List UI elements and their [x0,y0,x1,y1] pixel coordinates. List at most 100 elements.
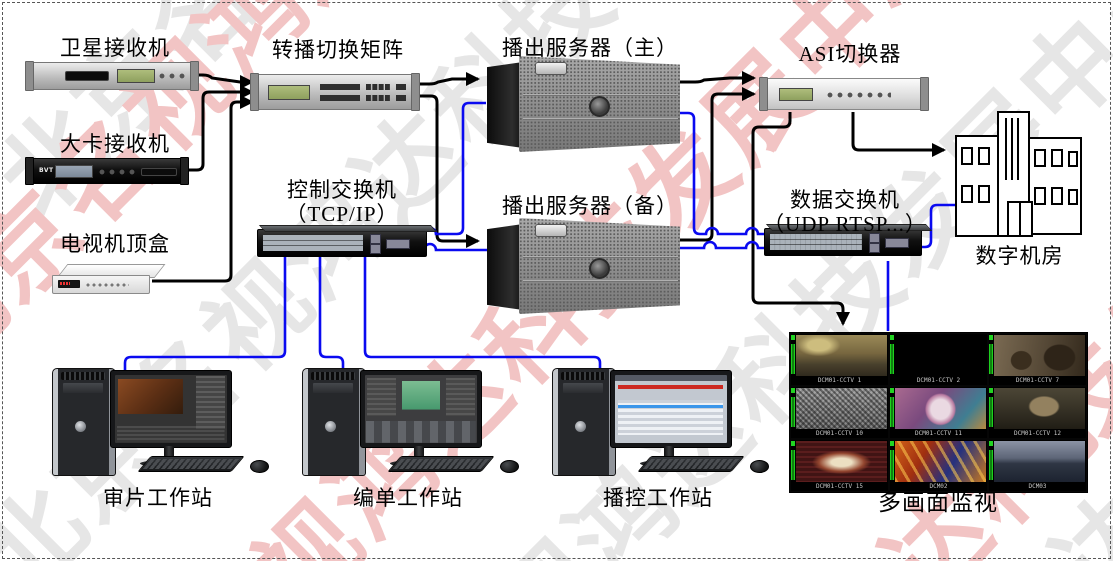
building-window [1068,189,1078,205]
lcd-display [779,88,813,101]
front-knobs [157,71,189,80]
playout-workstation [552,364,770,484]
review-workstation [52,364,270,484]
multiviewer-cell: DCM03 [989,440,1086,491]
data-switch-label: 数据交换机 [790,188,900,212]
link-ctrlswitch-to-schedule-ws [318,256,345,373]
multiviewer-cell: DCM01-CCTV 15 [791,440,888,491]
mouse [250,460,269,473]
workstation-monitor [610,370,732,448]
channel-name: DCM01-CCTV 10 [791,429,888,438]
asi-switcher-label: ASI切换器 [798,42,902,66]
uplink-port [869,243,880,253]
server-latch [535,62,567,75]
module-slot [386,239,410,249]
rack-ear [411,73,420,111]
monitor-screen [615,375,727,443]
switch-matrix-device [250,73,420,111]
rack-ear [190,61,199,91]
hp-logo [325,421,336,432]
asi-switcher-device [759,77,929,111]
server-groove [523,280,678,282]
channel-name: DCM01-CCTV 2 [890,376,987,385]
multiviewer-cell: DCM01-CCTV 12 [989,387,1086,438]
lcd-display [268,85,310,100]
hp-logo [575,421,586,432]
server-latch [535,224,567,237]
channel-name: DCM03 [989,482,1086,491]
uplink-port [370,234,381,244]
review-workstation-label: 审片工作站 [103,486,213,510]
workstation-monitor [360,370,482,448]
monitor-screen [115,375,227,443]
drive-bay [563,383,603,393]
keyboard [387,456,495,472]
link-matrix-to-mainserver [411,72,480,86]
link-dataswitch-to-machineroom [921,203,956,249]
multiviewer-cell: DCM01-CCTV 7 [989,334,1086,385]
monitor-screen [365,375,477,443]
multiviewer-wall: DCM01-CCTV 1 DCM01-CCTV 2 DCM01-CCTV 7 D… [789,332,1088,493]
link-mainserver-to-dataswitch [677,111,764,236]
tower-vent [311,372,355,380]
link-matrix-to-backupserver [411,94,480,248]
link-backupserver-to-asi [676,87,756,242]
matrix-buttons [396,84,406,101]
link-ctrlswitch-to-review-ws [123,256,287,371]
keyboard [637,456,745,472]
dell-badge [589,96,610,117]
building-window [1051,149,1063,167]
drive-bay [313,383,353,393]
keyboard [137,456,245,472]
rack-ear [180,157,189,185]
building-window [1051,187,1063,205]
control-switch-device [257,225,438,257]
machine-room-building [955,111,1082,237]
control-switch-sublabel: （TCP/IP） [285,202,399,226]
rack-ear [250,73,259,111]
brand-logo: BVT [39,167,54,174]
multiviewer-cell: DCM01-CCTV 10 [791,387,888,438]
satellite-receiver-device [25,61,199,91]
satellite-receiver-label: 卫星接收机 [60,36,170,60]
building-window [1068,151,1078,167]
stb-front-face [52,275,150,294]
workstation-monitor [110,370,232,448]
cassette-slot [65,71,109,81]
card-receiver-label: 大卡接收机 [60,132,170,156]
stb-buttons [85,282,129,287]
link-ctrlswitch-to-playout-ws [363,256,602,373]
hp-logo [75,421,86,432]
rack-ear [25,61,34,91]
matrix-buttons [320,84,360,101]
building-window [961,147,973,165]
control-switch-label: 控制交换机 [287,178,397,202]
video-thumbnail [895,388,986,429]
multiviewer-cell: DCM02 [890,440,987,491]
tower-vent [61,372,105,380]
video-thumbnail [796,388,887,429]
video-thumbnail [796,441,887,482]
link-mainserver-to-asi [676,71,756,85]
server-groove [523,256,678,258]
server-groove [523,94,678,96]
drive-bay [63,383,103,393]
video-thumbnail [895,441,986,482]
link-asi-to-machineroom [851,112,946,157]
link-backupserver-to-dataswitch [677,240,764,250]
playout-workstation-label: 播控工作站 [603,486,713,510]
module-slot [885,238,909,248]
monitor-stand [164,446,174,461]
video-thumbnail [994,335,1085,376]
link-cardrx-to-matrix [180,85,254,172]
video-thumbnail [994,388,1085,429]
uplink-port [370,244,381,254]
channel-name: DCM01-CCTV 1 [791,376,888,385]
data-switch-sublabel: （UDP RTSP...） [763,212,927,236]
channel-name: DCM02 [890,482,987,491]
front-buttons [97,167,139,176]
multiviewer-label: 多画面监视 [878,490,998,515]
switch-matrix-label: 转播切换矩阵 [272,38,404,62]
backup-server-device [487,218,680,314]
